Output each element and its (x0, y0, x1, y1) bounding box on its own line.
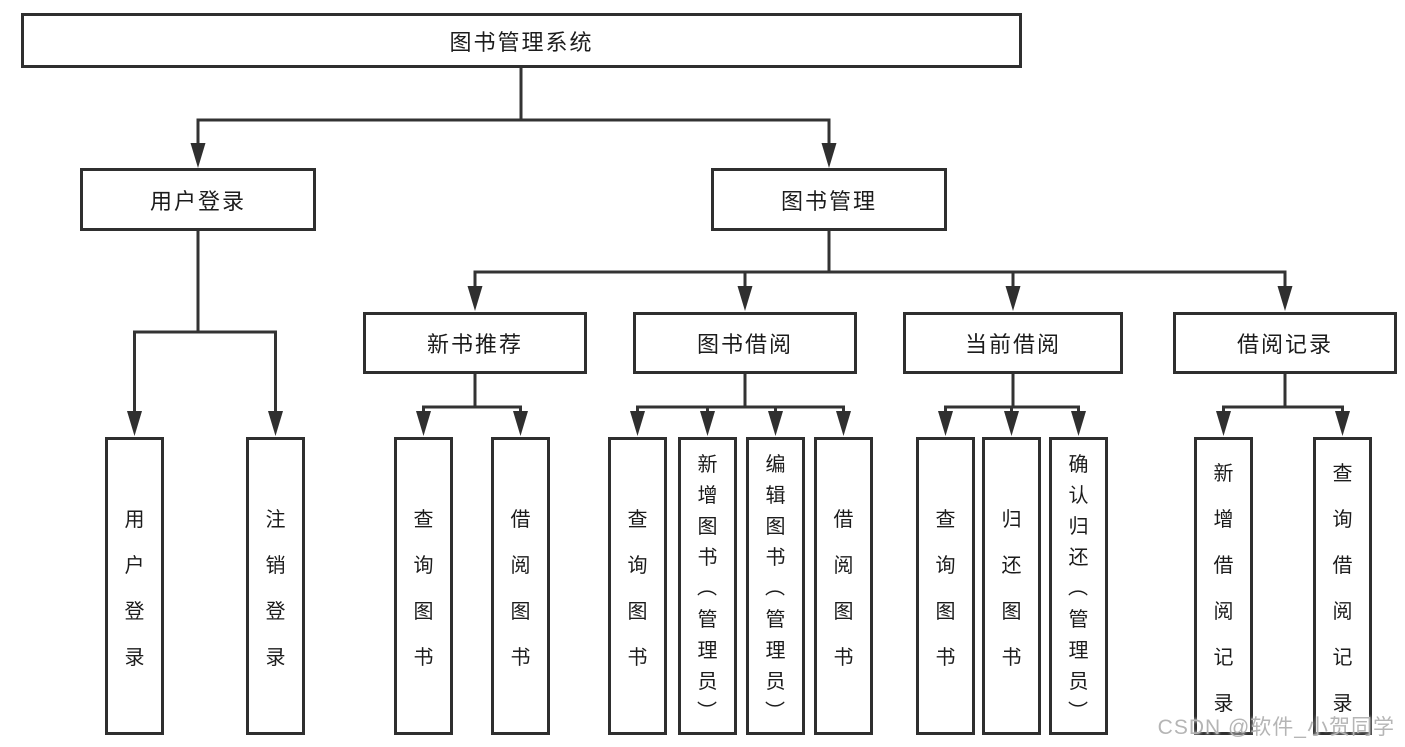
arrowhead (1071, 411, 1086, 436)
arrowhead (938, 411, 953, 436)
leaf-borrow-books: 借阅图书 (814, 437, 873, 735)
arrowhead (1277, 286, 1293, 311)
node-book-management: 图书管理 (711, 168, 947, 231)
leaf-user-login: 用户登录 (105, 437, 164, 735)
arrowhead (1335, 411, 1350, 436)
node-label: 借阅记录 (1236, 332, 1333, 357)
leaf-query-books-current: 查询图书 (916, 437, 975, 735)
arrowhead (700, 411, 715, 436)
leaf-confirm-return-admin: 确认归还（管理员） (1049, 437, 1108, 735)
arrowhead (127, 411, 142, 436)
leaf-borrow-books-recommend: 借阅图书 (491, 437, 550, 735)
arrowhead (416, 411, 431, 436)
leaf-label: 借阅图书 (510, 508, 531, 669)
node-label: 用户登录 (149, 188, 246, 214)
node-current-borrowing: 当前借阅 (903, 312, 1123, 374)
leaf-label: 新增借阅记录 (1213, 462, 1234, 715)
leaf-label: 新增图书（管理员） (694, 453, 718, 721)
leaf-label: 注销登录 (265, 508, 286, 669)
leaf-label: 用户登录 (124, 508, 145, 669)
node-book-borrowing: 图书借阅 (633, 312, 857, 374)
leaf-query-borrow-record: 查询借阅记录 (1313, 437, 1372, 735)
leaf-edit-books-admin: 编辑图书（管理员） (746, 437, 805, 735)
leaf-return-books: 归还图书 (982, 437, 1041, 735)
node-label: 新书推荐 (426, 332, 523, 357)
arrowhead (737, 286, 753, 311)
csdn-watermark: CSDN @软件_小贺同学 (1157, 716, 1395, 739)
arrowhead (630, 411, 645, 436)
arrowhead (768, 411, 783, 436)
leaf-label: 查询借阅记录 (1332, 462, 1353, 715)
leaf-label: 确认归还（管理员） (1065, 453, 1089, 721)
arrowhead (1005, 286, 1021, 311)
node-label: 当前借阅 (964, 332, 1061, 357)
leaf-query-books-recommend: 查询图书 (394, 437, 453, 735)
leaf-query-books: 查询图书 (608, 437, 667, 735)
arrowhead (268, 411, 283, 436)
leaf-label: 借阅图书 (833, 508, 854, 669)
node-label: 图书管理 (780, 188, 877, 214)
arrowhead (1216, 411, 1231, 436)
arrowhead (513, 411, 528, 436)
arrowhead (190, 143, 206, 168)
leaf-label: 查询图书 (627, 508, 648, 669)
node-label: 图书借阅 (696, 332, 793, 357)
node-root-system: 图书管理系统 (21, 13, 1022, 68)
leaf-label: 编辑图书（管理员） (762, 453, 786, 721)
leaf-label: 查询图书 (935, 508, 956, 669)
node-borrowing-records: 借阅记录 (1173, 312, 1397, 374)
leaf-label: 查询图书 (413, 508, 434, 669)
arrowheads (127, 143, 1350, 436)
arrowhead (1004, 411, 1019, 436)
leaf-add-books-admin: 新增图书（管理员） (678, 437, 737, 735)
node-new-book-recommend: 新书推荐 (363, 312, 587, 374)
node-label: 图书管理系统 (449, 29, 594, 55)
arrowhead (467, 286, 483, 311)
leaf-label: 归还图书 (1001, 508, 1022, 669)
arrowhead (836, 411, 851, 436)
node-user-login: 用户登录 (80, 168, 316, 231)
leaf-add-borrow-record: 新增借阅记录 (1194, 437, 1253, 735)
leaf-logout: 注销登录 (246, 437, 305, 735)
arrowhead (821, 143, 837, 168)
